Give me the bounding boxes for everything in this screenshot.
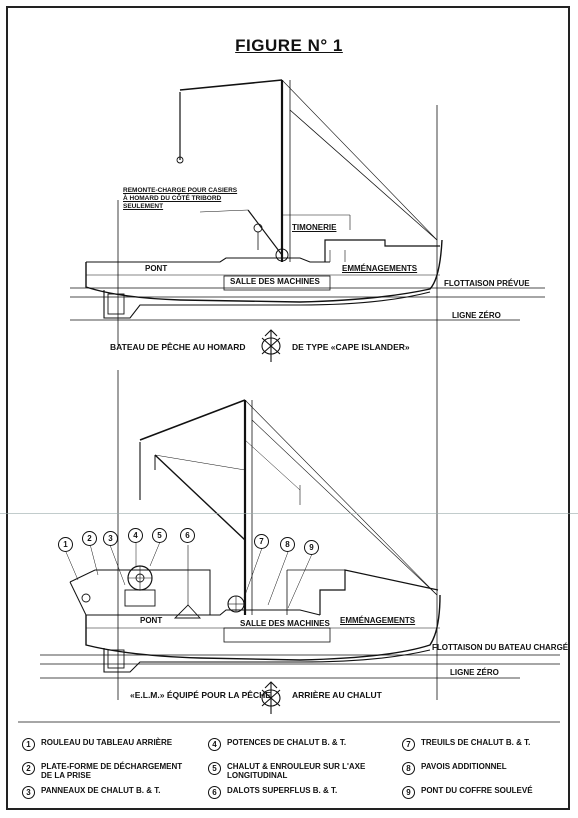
top-caption-left: BATEAU DE PÊCHE AU HOMARD [110, 342, 246, 352]
callout-9: 9 [304, 540, 319, 555]
callout-6: 6 [180, 528, 195, 543]
legend-item-4: 4 POTENCES DE CHALUT B. & T. [208, 738, 346, 751]
remonte-charge-label-2: À HOMARD DU CÔTÉ TRIBORD [123, 195, 222, 202]
callout-4: 4 [128, 528, 143, 543]
callout-8: 8 [280, 537, 295, 552]
legend-num-2: 2 [22, 762, 35, 775]
top-flottaison-label: FLOTTAISON PRÉVUE [444, 279, 530, 288]
remonte-charge-label-3: SEULEMENT [123, 203, 164, 210]
legend-num-7: 7 [402, 738, 415, 751]
callout-1: 1 [58, 537, 73, 552]
top-emmenagements-label: EMMÉNAGEMENTS [342, 264, 418, 273]
legend-item-7: 7 TREUILS DE CHALUT B. & T. [402, 738, 530, 751]
legend-text-8: PAVOIS ADDITIONNEL [421, 762, 507, 771]
legend-item-5: 5 CHALUT & ENROULEUR SUR L'AXE LONGITUDI… [208, 762, 377, 780]
legend-text-7: TREUILS DE CHALUT B. & T. [421, 738, 531, 747]
orientation-symbol-bottom [261, 681, 281, 714]
legend-text-3: PANNEAUX DE CHALUT B. & T. [41, 786, 161, 795]
scan-artifact-line [0, 513, 578, 514]
top-salle-label: SALLE DES MACHINES [230, 277, 320, 286]
bottom-caption-left: «E.L.M.» ÉQUIPÉ POUR LA PÊCHE [130, 690, 271, 700]
bottom-emmenagements-label: EMMÉNAGEMENTS [340, 616, 416, 625]
orientation-symbol-top [261, 329, 281, 362]
bottom-ligne-zero-label: LIGNE ZÉRO [450, 668, 499, 677]
remonte-charge-label: REMONTE-CHARGE POUR CASIERS [123, 187, 238, 194]
page-border [6, 6, 570, 810]
legend-item-8: 8 PAVOIS ADDITIONNEL [402, 762, 507, 775]
top-ligne-zero-label: LIGNE ZÉRO [452, 311, 501, 320]
timonerie-label: TIMONERIE [292, 223, 337, 232]
legend-num-4: 4 [208, 738, 221, 751]
legend-num-5: 5 [208, 762, 221, 775]
legend-item-2: 2 PLATE-FORME DE DÉCHARGEMENT DE LA PRIS… [22, 762, 191, 780]
callout-3: 3 [103, 531, 118, 546]
callout-2: 2 [82, 531, 97, 546]
figure-title: FIGURE N° 1 [235, 36, 343, 55]
legend-item-9: 9 PONT DU COFFRE SOULEVÉ [402, 786, 533, 799]
legend-text-2: PLATE-FORME DE DÉCHARGEMENT DE LA PRISE [41, 762, 183, 781]
legend-num-1: 1 [22, 738, 35, 751]
legend-text-6: DALOTS SUPERFLUS B. & T. [227, 786, 338, 795]
bottom-flottaison-label: FLOTTAISON DU BATEAU CHARGÉ [432, 643, 569, 652]
top-caption-right: DE TYPE «CAPE ISLANDER» [292, 342, 410, 352]
legend-text-9: PONT DU COFFRE SOULEVÉ [421, 786, 533, 795]
bottom-pont-label: PONT [140, 616, 163, 625]
bottom-salle-label: SALLE DES MACHINES [240, 619, 330, 628]
legend-text-5: CHALUT & ENROULEUR SUR L'AXE LONGITUDINA… [227, 762, 366, 781]
callout-5: 5 [152, 528, 167, 543]
legend-num-8: 8 [402, 762, 415, 775]
bottom-caption-right: ARRIÈRE AU CHALUT [292, 690, 382, 700]
legend-item-6: 6 DALOTS SUPERFLUS B. & T. [208, 786, 337, 799]
legend-item-3: 3 PANNEAUX DE CHALUT B. & T. [22, 786, 160, 799]
callout-7: 7 [254, 534, 269, 549]
legend-num-6: 6 [208, 786, 221, 799]
top-pont-label: PONT [145, 264, 168, 273]
legend-num-3: 3 [22, 786, 35, 799]
legend-num-9: 9 [402, 786, 415, 799]
legend-item-1: 1 ROULEAU DU TABLEAU ARRIÈRE [22, 738, 172, 751]
bottom-vessel [40, 345, 560, 700]
legend-text-1: ROULEAU DU TABLEAU ARRIÈRE [41, 738, 173, 747]
legend-text-4: POTENCES DE CHALUT B. & T. [227, 738, 347, 747]
top-vessel [70, 79, 545, 345]
